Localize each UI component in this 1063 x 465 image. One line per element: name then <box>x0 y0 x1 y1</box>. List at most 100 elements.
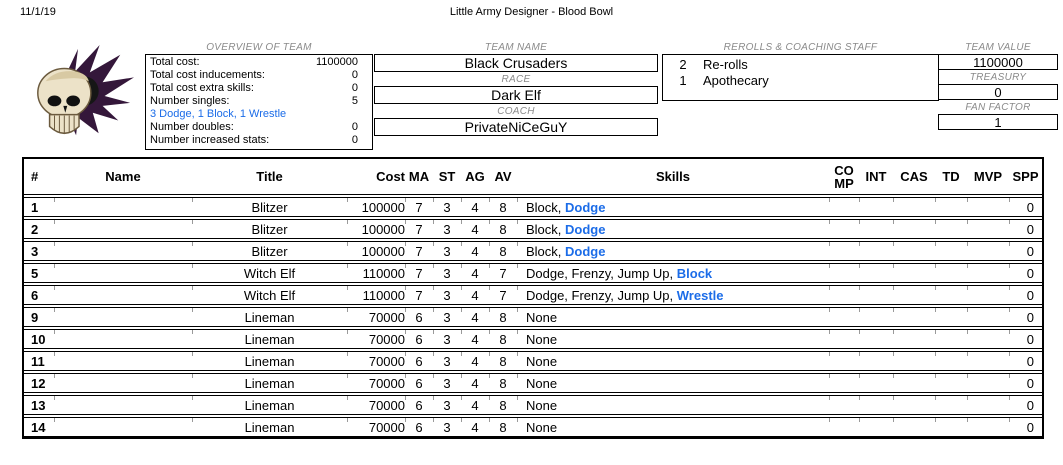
skill-highlighted: Block <box>676 266 713 281</box>
cell-title: Blitzer <box>192 242 347 260</box>
team-name-field: Black Crusaders <box>374 54 658 72</box>
col-header-int: INT <box>865 169 887 184</box>
coach-field: PrivateNiCeGuY <box>374 118 658 136</box>
overview-row: Number doubles: 0 <box>150 121 358 133</box>
cell-skills: None <box>517 418 829 436</box>
cell-ag: 4 <box>461 198 489 216</box>
cell-comp <box>829 286 859 304</box>
skill-text: None <box>526 376 558 391</box>
cell-num: 14 <box>31 420 46 435</box>
cell-ma: 7 <box>405 264 433 282</box>
cell-skills: None <box>517 374 829 392</box>
cell-title: Blitzer <box>192 198 347 216</box>
skill-highlighted: Wrestle <box>676 288 724 303</box>
cell-cas <box>893 264 935 282</box>
cell-ma: 6 <box>405 374 433 392</box>
cell-skills: None <box>517 330 829 348</box>
team-value-field: 1100000 <box>938 54 1058 70</box>
cell-cas <box>893 418 935 436</box>
cell-comp <box>829 352 859 370</box>
fan-factor-field: 1 <box>938 114 1058 130</box>
team-name-label: TEAM NAME <box>484 42 548 53</box>
skull-nose <box>63 105 68 113</box>
cell-cost: 110000 <box>347 286 405 304</box>
col-header-num: # <box>31 169 39 184</box>
col-header-ag: AG <box>465 169 485 184</box>
cell-td <box>935 264 967 282</box>
cell-skills: None <box>517 396 829 414</box>
cell-mvp <box>967 374 1009 392</box>
overview-section: OVERVIEW OF TEAM Total cost: 1100000 Tot… <box>145 42 373 150</box>
skill-text: None <box>526 310 558 325</box>
cell-mvp <box>967 396 1009 414</box>
cell-int <box>859 264 893 282</box>
cell-spp: 0 <box>1009 264 1042 282</box>
col-header-mvp: MVP <box>973 169 1003 184</box>
cell-cas <box>893 352 935 370</box>
cell-cost: 100000 <box>347 198 405 216</box>
staff-name: Apothecary <box>703 73 769 88</box>
cell-name <box>54 198 192 216</box>
cell-av: 7 <box>489 264 517 282</box>
cell-int <box>859 396 893 414</box>
cell-cas <box>893 308 935 326</box>
cell-spp: 0 <box>1009 242 1042 260</box>
cell-name <box>54 374 192 392</box>
col-header-ma: MA <box>408 169 430 184</box>
cell-int <box>859 308 893 326</box>
col-header-cost: Cost <box>376 169 405 184</box>
cell-int <box>859 286 893 304</box>
cell-comp <box>829 198 859 216</box>
cell-num: 12 <box>31 376 46 391</box>
cell-skills: Block, Dodge <box>517 220 829 238</box>
cell-cost: 70000 <box>347 418 405 436</box>
col-header-st: ST <box>438 169 456 184</box>
cell-spp: 0 <box>1009 352 1042 370</box>
cell-name <box>54 330 192 348</box>
cell-cost: 70000 <box>347 352 405 370</box>
cell-st: 3 <box>433 198 461 216</box>
race-label: RACE <box>501 74 531 85</box>
cell-spp: 0 <box>1009 418 1042 436</box>
cell-comp <box>829 308 859 326</box>
value-section: TEAM VALUE 1100000 TREASURY 0 FAN FACTOR… <box>938 42 1058 132</box>
cell-skills: None <box>517 352 829 370</box>
cell-td <box>935 242 967 260</box>
cell-int <box>859 418 893 436</box>
staff-section: REROLLS & COACHING STAFF 2 Re-rolls 1 Ap… <box>662 42 939 101</box>
cell-spp: 0 <box>1009 396 1042 414</box>
cell-ag: 4 <box>461 286 489 304</box>
cell-cost: 70000 <box>347 374 405 392</box>
cell-title: Lineman <box>192 308 347 326</box>
cell-cas <box>893 330 935 348</box>
staff-row: 2 Re-rolls <box>663 57 938 73</box>
skill-text: None <box>526 420 558 435</box>
cell-num: 10 <box>31 332 46 347</box>
treasury-label: TREASURY <box>969 72 1027 83</box>
cell-st: 3 <box>433 396 461 414</box>
cell-st: 3 <box>433 374 461 392</box>
cell-ag: 4 <box>461 374 489 392</box>
cell-td <box>935 308 967 326</box>
cell-comp <box>829 242 859 260</box>
cell-ag: 4 <box>461 396 489 414</box>
print-header: 11/1/19 Little Army Designer - Blood Bow… <box>0 6 1063 20</box>
skill-highlighted: Dodge <box>565 244 606 259</box>
cell-av: 8 <box>489 418 517 436</box>
cell-ag: 4 <box>461 264 489 282</box>
cell-ma: 6 <box>405 330 433 348</box>
staff-label: REROLLS & COACHING STAFF <box>723 42 878 53</box>
skill-text: None <box>526 332 558 347</box>
col-header-av: AV <box>494 169 512 184</box>
cell-mvp <box>967 264 1009 282</box>
col-header-comp: CO MP <box>834 162 854 191</box>
cell-spp: 0 <box>1009 330 1042 348</box>
cell-title: Blitzer <box>192 220 347 238</box>
cell-skills: None <box>517 308 829 326</box>
